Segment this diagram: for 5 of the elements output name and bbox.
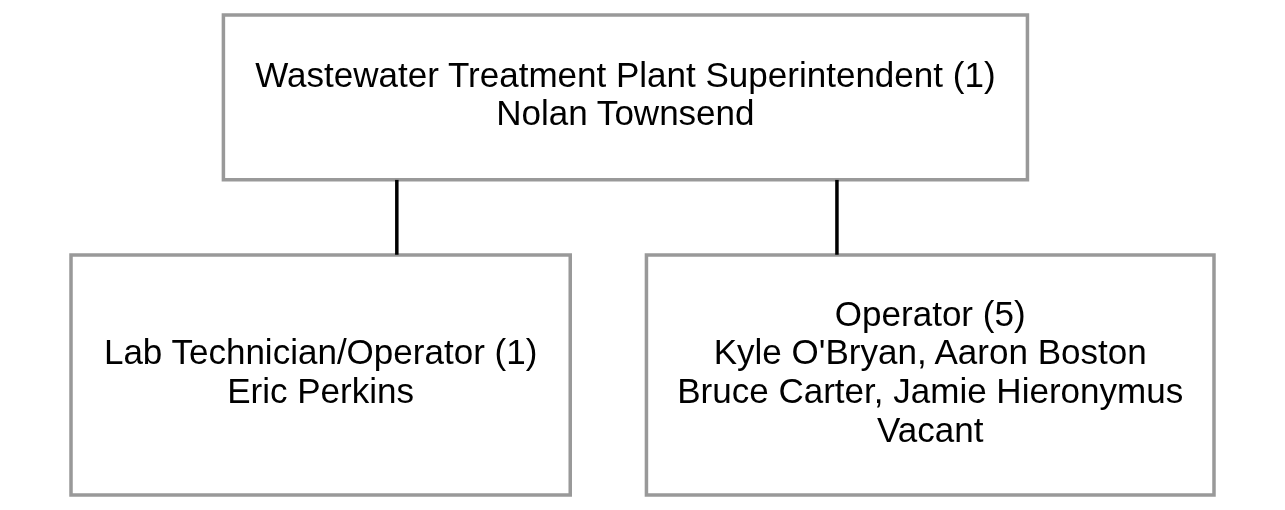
connector (395, 179, 399, 255)
node-box: Lab Technician/Operator (1) Eric Perkins (69, 253, 572, 497)
node-box: Operator (5) Kyle O'Bryan, Aaron Boston Bruce Carter, Jamie Hieronymus Vacant (644, 253, 1216, 497)
node-box: Wastewater Treatment Plant Superintendent (1) Nolan Townsend (221, 13, 1030, 182)
connector (835, 179, 839, 255)
